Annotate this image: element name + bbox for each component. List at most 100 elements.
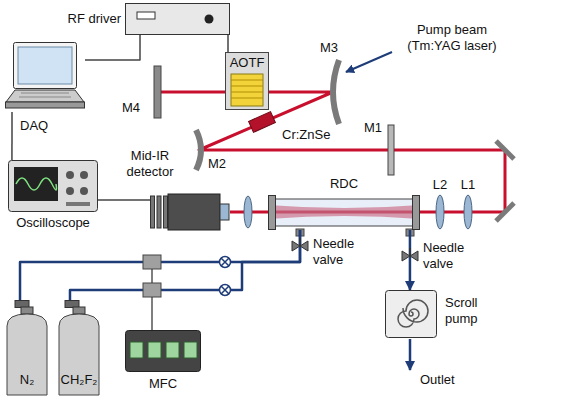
lens <box>436 195 444 229</box>
lens-label: L1 <box>458 177 478 193</box>
needle-valve-symbol <box>292 238 308 251</box>
aotf-crystal-part <box>231 80 263 81</box>
gas-cylinder-part <box>21 307 33 314</box>
curved-mirror <box>333 60 339 124</box>
oscilloscope-shape <box>8 160 98 212</box>
mid-ir-detector-part <box>157 196 161 228</box>
rdc-cell-part <box>274 199 414 226</box>
oscilloscope-part <box>66 171 74 179</box>
aotf-crystal-part <box>231 86 263 87</box>
lens <box>244 196 252 228</box>
node-label: RDC <box>314 176 374 192</box>
gain-crystal-part <box>249 112 276 133</box>
scroll-pump-part <box>386 291 437 338</box>
node-label: AOTF <box>225 55 269 71</box>
oscilloscope-part <box>80 187 88 195</box>
gas-cylinder-part <box>65 301 79 308</box>
gas-cylinder: CH₂F₂ <box>56 300 102 396</box>
shutoff-valve <box>220 257 231 268</box>
laptop-part <box>19 93 71 97</box>
laptop-part <box>6 102 85 108</box>
aotf-crystal-part <box>226 53 269 110</box>
laptop: DAQ <box>5 42 85 112</box>
gain-crystal-shape <box>250 113 274 131</box>
node-label: N₂ <box>4 372 50 388</box>
valve-label: Needle valve <box>313 236 363 268</box>
aotf-crystal-part <box>231 92 263 93</box>
mid-ir-detector-shape <box>150 192 230 232</box>
signal-wire <box>227 35 229 52</box>
laptop-part <box>6 90 84 102</box>
mirror-label: M3 <box>320 40 344 56</box>
mirror-label: M4 <box>122 100 146 116</box>
mass-flow-controller-part <box>130 342 143 358</box>
rdc-cell-shape <box>268 195 420 230</box>
fold-mirror <box>496 141 514 159</box>
rf-driver-part <box>137 12 155 19</box>
node-label: Cr:ZnSe <box>282 127 344 143</box>
mirror-label: M2 <box>208 156 232 172</box>
mass-flow-controller-shape <box>125 330 201 372</box>
gas-line <box>70 230 300 300</box>
node-label: CH₂F₂ <box>56 372 102 388</box>
daq-wire <box>11 112 13 160</box>
mid-ir-detector-part <box>151 196 168 228</box>
curved-mirror <box>196 130 201 170</box>
rdc-cell-part <box>413 196 420 230</box>
pump-arrow <box>346 52 392 72</box>
mid-ir-detector-part <box>220 204 229 220</box>
mass-flow-controller-part <box>148 342 161 358</box>
mass-flow-controller-part <box>184 342 197 358</box>
scroll-pump-part <box>398 300 428 327</box>
gain-crystal: Cr:ZnSe <box>250 113 274 131</box>
gas-cylinder: N₂ <box>4 300 50 396</box>
gas-cylinder-part <box>15 301 29 308</box>
laptop-shape <box>5 42 85 112</box>
flat-mirror <box>154 66 161 118</box>
mid-ir-detector-part <box>168 194 220 230</box>
flow-block <box>143 255 161 269</box>
oscilloscope-part <box>16 178 57 190</box>
mid-ir-detector-part <box>164 196 168 228</box>
rdc-cell: RDC <box>268 195 420 230</box>
valve-label: Needle valve <box>423 240 473 272</box>
aotf-crystal: AOTF <box>225 52 269 110</box>
beam-label: Pump beam (Tm:YAG laser) <box>398 22 506 54</box>
needle-valve-symbol <box>402 248 418 261</box>
rf-driver: RF driver <box>125 3 230 35</box>
node-label: DAQ <box>20 118 60 134</box>
oscilloscope-part <box>14 167 58 201</box>
gas-line <box>20 230 300 300</box>
oscilloscope-part <box>9 161 98 212</box>
signal-wire <box>98 199 150 201</box>
scroll-pump-shape <box>385 290 437 338</box>
rf-driver-part <box>126 4 230 35</box>
oscilloscope-part <box>66 187 74 195</box>
rdc-cell-part <box>269 196 276 230</box>
node-label: MFC <box>125 376 201 392</box>
oscilloscope-part <box>66 202 90 206</box>
node-label: Scroll pump <box>445 295 497 327</box>
node-label: Mid-IR detector <box>110 148 190 180</box>
signal-wire <box>85 35 140 60</box>
flow-block <box>143 283 161 297</box>
aotf-crystal-part <box>231 98 263 99</box>
output-coupler <box>388 125 394 175</box>
rf-driver-part <box>205 15 214 24</box>
laptop-part <box>18 47 72 84</box>
node-label: RF driver <box>41 11 121 27</box>
mass-flow-controller: MFC <box>125 330 201 372</box>
pump-line <box>409 230 412 290</box>
mass-flow-controller-part <box>130 342 197 358</box>
mass-flow-controller-part <box>126 331 201 372</box>
lens-label: L2 <box>430 177 450 193</box>
oscilloscope: Oscilloscope <box>8 160 98 212</box>
outlet-label: Outlet <box>420 372 470 388</box>
mid-ir-detector-part <box>151 196 155 228</box>
mass-flow-controller-part <box>166 342 179 358</box>
mirror-label: M1 <box>364 120 386 136</box>
fold-mirror <box>496 203 514 221</box>
mid-ir-detector: Mid-IR detector <box>150 192 230 232</box>
lens <box>464 195 472 229</box>
rf-driver-shape <box>125 3 230 35</box>
